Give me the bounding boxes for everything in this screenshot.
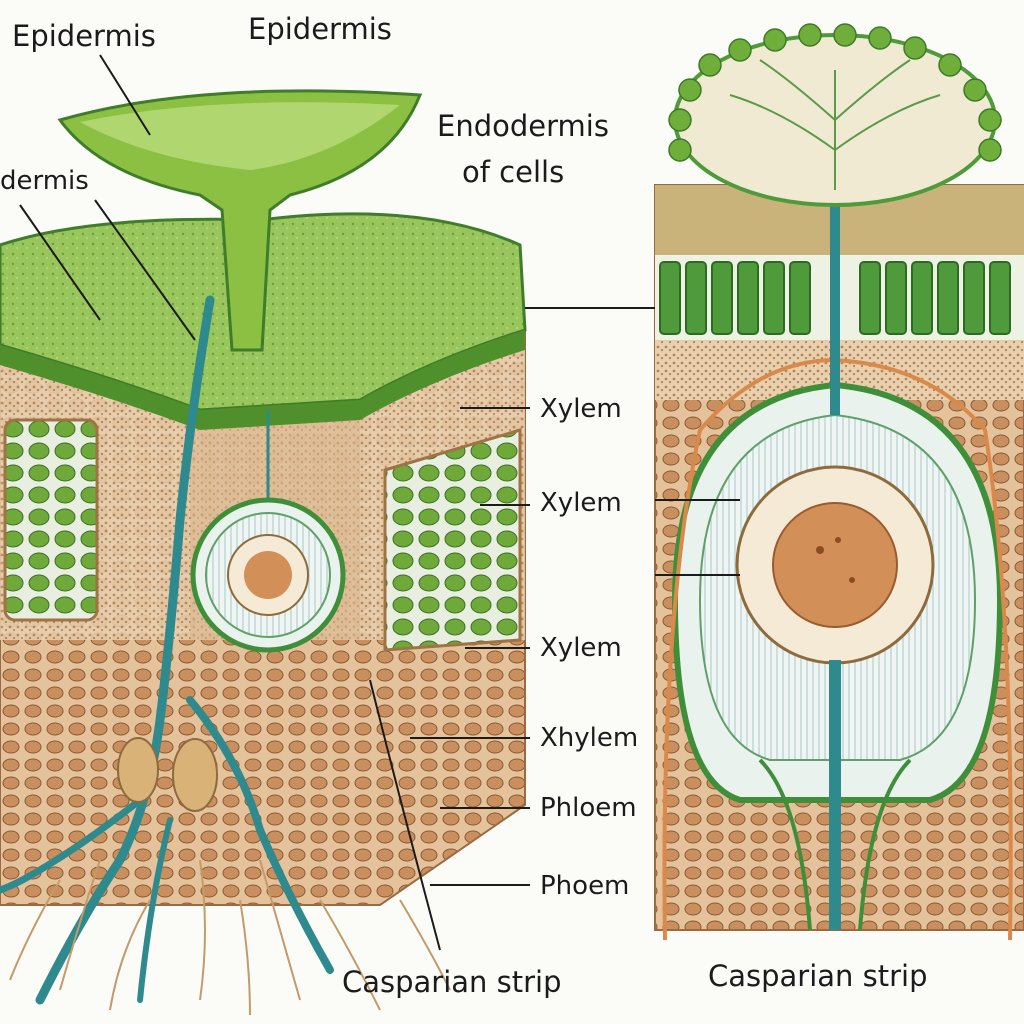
label-xylem-2: Xylem xyxy=(540,488,622,518)
label-dermis: dermis xyxy=(0,166,89,196)
leader-lines xyxy=(19,54,740,886)
label-xylem-1: Xylem xyxy=(540,394,622,424)
label-xhylem: Xhylem xyxy=(540,723,639,753)
label-xylem-3: Xylem xyxy=(540,633,622,663)
label-endodermis-line1: Endodermis xyxy=(437,109,609,143)
label-epidermis-middle: Epidermis xyxy=(248,12,392,46)
small-stele-ring xyxy=(190,410,346,653)
label-endodermis-line2: of cells xyxy=(462,155,565,189)
label-phloem-1: Phloem xyxy=(540,793,637,823)
label-epidermis-left: Epidermis xyxy=(12,19,156,53)
label-casparian-right: Casparian strip xyxy=(708,959,928,993)
right-cross-section xyxy=(654,23,1024,941)
label-phloem-2: Phoem xyxy=(540,871,630,901)
left-tissue-block xyxy=(0,89,527,1016)
label-casparian-left: Casparian strip xyxy=(342,965,562,999)
